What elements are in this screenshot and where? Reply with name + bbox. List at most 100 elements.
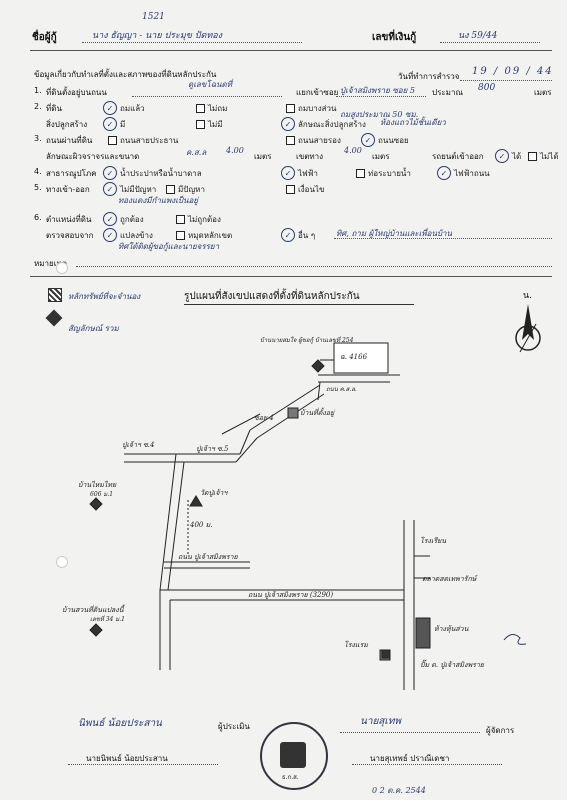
checkbox-icon [286, 104, 295, 113]
row3-opt-main[interactable]: ถนนสายประธาน [108, 134, 178, 147]
row2-label: ที่ดิน [46, 104, 62, 113]
checkbox-icon [286, 185, 295, 194]
map-label-parcel: ฉ. 4166 [340, 353, 368, 361]
row2b-building-value: ห้องแถวไม้ชั้นเดียว [380, 118, 446, 127]
map-label-school-right: โรงเรียน [420, 537, 446, 545]
map-label-owner-house: บ้านนายสมใจ ผู้ขอกู้ บ้านเลขที่ 254 [260, 337, 354, 344]
pen-mark [503, 634, 527, 645]
row4-label: สาธารณูปโภค [46, 169, 97, 178]
row6b-opt-adjacent[interactable]: ✓แปลงข้าง [103, 228, 153, 242]
row3-opt-secondary[interactable]: ถนนสายรอง [286, 134, 341, 147]
row6b-opt-marker[interactable]: หมุดหลักเขต [176, 229, 232, 242]
row1-number: 1. [34, 86, 42, 95]
checkbox-icon [196, 104, 205, 113]
row5-number: 5. [34, 183, 42, 192]
row6b-label: ตรวจสอบจาก [46, 231, 94, 240]
temple-symbol-icon [189, 495, 203, 507]
map-label-road-ns: ถนน ค.ส.ล. [326, 386, 357, 393]
map-owner-note: หลักทรัพย์ที่จะจำนอง [68, 292, 141, 301]
row3b-car-yes[interactable]: ✓ได้ [495, 149, 521, 163]
row3-label: ถนนผ่านที่ดิน [46, 136, 93, 145]
row5-opt-problem[interactable]: มีปัญหา [166, 183, 205, 196]
row4-opt-streetlight[interactable]: ✓ไฟฟ้าถนน [437, 166, 490, 180]
map-label-market: ตลาดสดเทพารักษ์ [422, 575, 477, 583]
row2-opt-unfilled[interactable]: ไม่ถม [196, 102, 227, 115]
row3b-car-no[interactable]: ไม่ได้ [528, 150, 559, 163]
remark-label: หมายเหตุ [34, 259, 67, 268]
check-mark-icon: ✓ [281, 117, 295, 131]
row1-soi-line [336, 96, 426, 97]
check-mark-icon: ✓ [281, 166, 295, 180]
map-label-station: ปั๊ม ต. ปู่เจ้าสมิงพราย [420, 661, 484, 669]
row4-number: 4. [34, 167, 42, 176]
row5-opt-condition[interactable]: เงื่อนไข [286, 183, 324, 196]
row6-label: ตำแหน่งที่ดิน [46, 215, 92, 224]
row2-number: 2. [34, 102, 42, 111]
diag-road-branch [221, 413, 261, 435]
row3b-shoulder-value: 4.00 [344, 146, 362, 155]
row6-opt-correct[interactable]: ✓ถูกต้อง [103, 212, 144, 226]
loan-no-line [440, 42, 540, 43]
row2-opt-filled[interactable]: ✓ถมแล้ว [103, 101, 145, 115]
row6b-opt-other[interactable]: ✓อื่น ๆ [281, 228, 315, 242]
row2b-opt-no[interactable]: ไม่มี [196, 118, 223, 131]
map-label-soi-top: ซอย 4 [254, 414, 274, 422]
manager-sign-line [340, 732, 480, 733]
north-arrow-icon [515, 304, 541, 353]
row4-opt-power[interactable]: ✓ไฟฟ้า [281, 166, 318, 180]
signature-manager: นายสุเทพ [360, 716, 402, 727]
main-soi [159, 453, 177, 591]
row5-opt-ok[interactable]: ✓ไม่มีปัญหา [103, 182, 156, 196]
checkbox-icon [108, 136, 117, 145]
owner-line [82, 42, 302, 43]
school-symbol-icon [381, 649, 391, 659]
remark-line [76, 266, 552, 267]
row6-opt-incorrect[interactable]: ไม่ถูกต้อง [176, 213, 221, 226]
row3-opt-soi[interactable]: ✓ถนนซอย [361, 133, 409, 147]
office-stamp-icon: ธ.ก.ส. [260, 722, 328, 790]
appraiser-name: นายนิพนธ์ น้อยประสาน [86, 754, 168, 763]
soi-road-join [235, 437, 258, 463]
stamp-core [280, 742, 306, 768]
row1-line [132, 96, 282, 97]
survey-date-value: 19 / 09 / 44 [472, 66, 554, 77]
row2b-opt-yes[interactable]: ✓มี [103, 117, 125, 131]
row3b-shoulder-label: เขตทาง [296, 152, 324, 161]
map-label-tel: ห้างหุ้นส่วน [434, 625, 469, 633]
signature-appraiser: นิพนธ์ น้อยประสาน [78, 718, 162, 729]
row1-soi-value: ปู่เจ้าสมิงพราย ซอย 5 [340, 86, 415, 95]
manager-name-line [352, 764, 502, 765]
manager-role: ผู้จัดการ [486, 726, 515, 735]
row4-opt-water[interactable]: ✓น้ำประปาหรือน้ำบาดาล [103, 166, 202, 180]
check-mark-icon: ✓ [103, 212, 117, 226]
owner-label: ชื่อผู้กู้ [32, 32, 57, 43]
check-mark-icon: ✓ [495, 149, 509, 163]
landmark-symbol-icon [287, 407, 299, 419]
survey-date-label: วันที่ทำการสำรวจ [398, 72, 460, 81]
check-mark-icon: ✓ [103, 166, 117, 180]
row3b-label: ลักษณะผิวจราจรและขนาด [46, 152, 140, 161]
checkbox-icon [176, 215, 185, 224]
map-label-village: บ้านสวนที่ดินแปลงนี้ [62, 606, 124, 614]
row6-number: 6. [34, 213, 42, 222]
map-label-soi-mid: ปู่เจ้าฯ ซ.5 [196, 445, 229, 453]
row6b-other-value: ทิศ, ถาม ผู้ใหญ่บ้านและเพื่อนบ้าน [336, 229, 452, 238]
footer-date: 0 2 ต.ค. 2544 [372, 786, 426, 795]
parcel-symbol-icon [48, 288, 62, 302]
main-soi [167, 461, 185, 591]
checkbox-icon [176, 231, 185, 240]
row2-opt-partial[interactable]: ถมบางส่วน [286, 102, 336, 115]
row2b-opt-type[interactable]: ✓ลักษณะสิ่งปลูกสร้าง [281, 117, 366, 131]
appraiser-line [68, 764, 218, 765]
house-symbol-icon [311, 359, 325, 373]
row1-dist-value: 800 [478, 83, 496, 93]
row1-unit: เมตร [534, 88, 552, 97]
row4-opt-drain[interactable]: ท่อระบายน้ำ [356, 167, 411, 180]
row6b-other-line [334, 238, 552, 239]
row3b-width-unit: เมตร [254, 152, 272, 161]
map-label-distance: 400 ม. [190, 521, 213, 529]
row6b-sub: ทิศใต้ติดผู้ขอกู้และนายจรรยา [118, 242, 220, 251]
map-title-underline [184, 304, 414, 305]
map-label-soi-left: ปู่เจ้าฯ ซ.4 [122, 441, 155, 449]
